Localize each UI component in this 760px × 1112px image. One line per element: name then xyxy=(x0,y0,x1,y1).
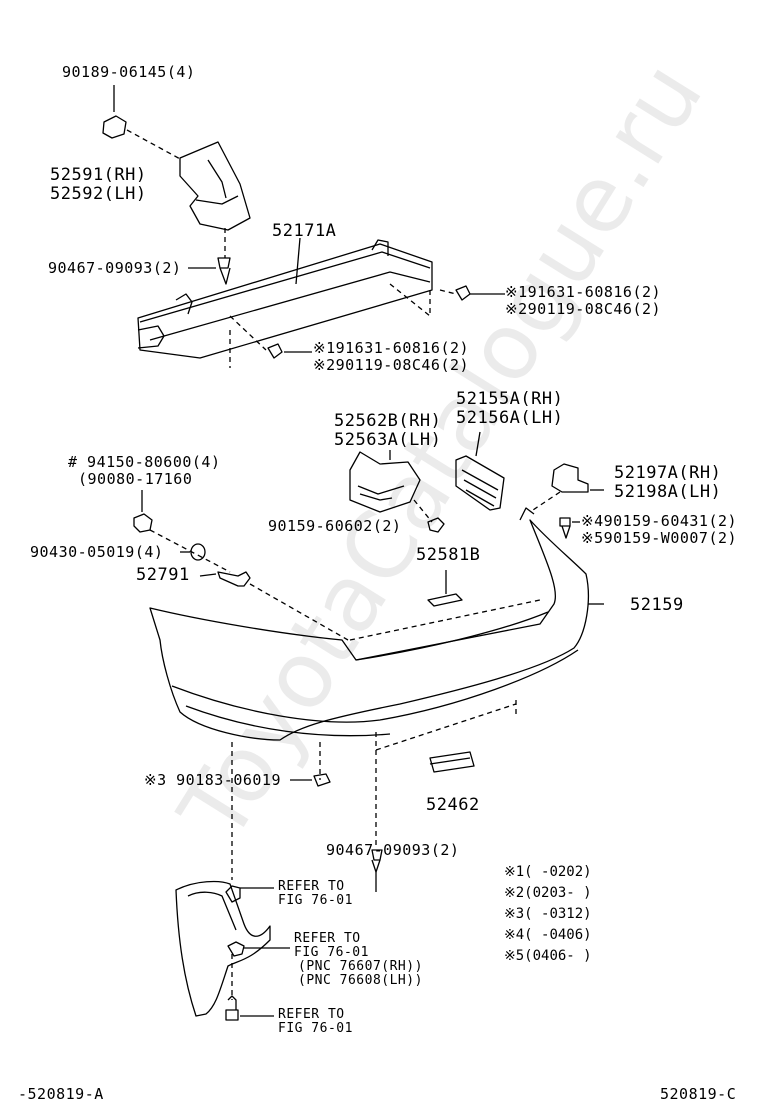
reinforcement-part xyxy=(137,237,457,368)
label-support-rh: 52562B(RH) xyxy=(334,411,442,431)
label-support-lh: 52563A(LH) xyxy=(334,430,442,450)
label-clip-bottom: 90467-09093(2) xyxy=(326,841,460,859)
refer-fig-2-d: (PNC 76608(LH)) xyxy=(298,973,423,988)
note-row-2: ※2(0203- ) xyxy=(504,885,592,901)
label-reinforcement: 52171A xyxy=(272,221,337,241)
label-bolt-left: 52791 xyxy=(136,565,190,585)
label-bolt-mid-1: ※191631-60816(2) xyxy=(313,339,470,357)
bumper-cover xyxy=(149,507,604,880)
label-bracket2-lh: 52198A(LH) xyxy=(614,482,722,502)
label-clip-left: 90467-09093(2) xyxy=(48,259,182,277)
refer-fig-2: REFER TO FIG 76-01 (PNC 76607(RH)) (PNC … xyxy=(294,932,423,988)
label-clip-right-2: ※590159-W0007(2) xyxy=(581,529,738,547)
label-cover: 52159 xyxy=(630,595,684,615)
label-retainer: 52155A(RH) 52156A(LH) xyxy=(456,390,563,428)
note-row-5: ※5(0406- ) xyxy=(504,948,592,964)
note-row-1: ※1( -0202) xyxy=(504,864,592,880)
note-row-4: ※4( -0406) xyxy=(504,927,592,943)
note-row-3: ※3( -0312) xyxy=(504,906,592,922)
label-retainer-lh: 52156A(LH) xyxy=(456,408,564,428)
refer-fig-1: REFER TO FIG 76-01 xyxy=(278,880,353,908)
refer-fig-3-a: REFER TO xyxy=(278,1007,345,1022)
label-clip-bottom-left: ※3 90183-06019 xyxy=(144,771,281,789)
refer-fig-3-b: FIG 76-01 xyxy=(278,1021,353,1036)
label-bracket2-rh: 52197A(RH) xyxy=(614,463,722,483)
label-nut-2: (90080-17160 xyxy=(78,470,193,488)
bracket-part-2 xyxy=(529,463,604,513)
label-bolt-right: ※191631-60816(2) ※290119-08C46(2) xyxy=(505,284,661,318)
label-nut: # 94150-80600(4) (90080-17160 xyxy=(68,454,221,488)
reflector-part xyxy=(427,570,463,607)
bolt-part xyxy=(229,285,505,359)
retainer-part xyxy=(455,431,505,511)
label-bolt-mid: ※191631-60816(2) ※290119-08C46(2) xyxy=(313,340,469,374)
label-clip-right-1: ※490159-60431(2) xyxy=(581,512,738,530)
clip-part-3 xyxy=(559,517,580,539)
label-clip-right: ※490159-60431(2) ※590159-W0007(2) xyxy=(581,513,737,547)
footer-right-code: 520819-C xyxy=(660,1085,737,1103)
label-plate: 52462 xyxy=(426,795,480,815)
label-screw-support: 90159-60602(2) xyxy=(268,517,402,535)
label-clip-top: 90189-06145(4) xyxy=(62,63,196,81)
refer-fig-2-a: REFER TO xyxy=(294,931,361,946)
refer-fig-1-a: REFER TO xyxy=(278,879,345,894)
clip-part-4 xyxy=(290,773,331,787)
refer-fig-3: REFER TO FIG 76-01 xyxy=(278,1008,353,1036)
clip-part-5 xyxy=(371,849,383,892)
label-grommet: 90430-05019(4) xyxy=(30,543,164,561)
refer-fig-2-b: FIG 76-01 xyxy=(294,945,369,960)
date-notes: ※1( -0202) ※2(0203- ) ※3( -0312) ※4( -04… xyxy=(504,862,592,967)
label-bracket-lh: 52592(LH) xyxy=(50,184,147,204)
clip-part-2 xyxy=(188,257,231,285)
bracket-part xyxy=(126,129,251,258)
label-bolt-mid-2: ※290119-08C46(2) xyxy=(313,356,470,374)
label-nut-1: # 94150-80600(4) xyxy=(68,453,221,471)
label-bracket-rh: 52591(RH) xyxy=(50,165,147,185)
label-support: 52562B(RH) 52563A(LH) xyxy=(334,412,441,450)
label-bolt-right-1: ※191631-60816(2) xyxy=(505,283,662,301)
footer-left-code: -520819-A xyxy=(18,1085,104,1103)
label-reflector: 52581B xyxy=(416,545,481,565)
refer-fig-1-b: FIG 76-01 xyxy=(278,893,353,908)
label-bolt-right-2: ※290119-08C46(2) xyxy=(505,300,662,318)
plate-part xyxy=(429,751,475,773)
label-retainer-rh: 52155A(RH) xyxy=(456,389,564,409)
bolt-part-2 xyxy=(149,529,349,641)
clip-part xyxy=(102,85,127,139)
support-part xyxy=(349,450,445,533)
refer-fig-2-c: (PNC 76607(RH)) xyxy=(298,959,423,974)
label-bracket: 52591(RH) 52592(LH) xyxy=(50,166,147,204)
label-bracket2: 52197A(RH) 52198A(LH) xyxy=(614,464,721,502)
mudguard-part xyxy=(175,880,290,1021)
